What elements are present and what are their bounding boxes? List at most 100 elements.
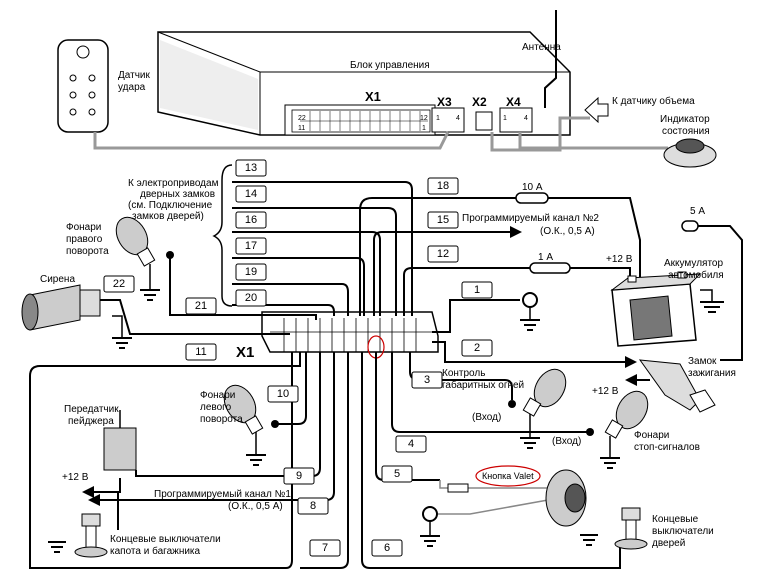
x3-pin-a: 1 xyxy=(436,115,440,122)
x1-pin-tl: 22 xyxy=(298,115,306,122)
wire-label-3: 3 xyxy=(424,374,430,386)
door-locks-line-4: замков дверей) xyxy=(132,211,204,222)
ignition-label-1: Замок xyxy=(688,356,717,367)
wire-label-2: 2 xyxy=(474,342,480,354)
wire-bundle xyxy=(29,181,743,569)
right-turn-label-2: правого xyxy=(66,234,103,245)
channel2-label-2: (О.К., 0,5 А) xyxy=(540,226,595,237)
marker-label-1: Контроль xyxy=(442,368,485,379)
wire-label-1: 1 xyxy=(474,284,480,296)
wire-label-11: 11 xyxy=(195,346,206,358)
wire-label-10: 10 xyxy=(277,388,289,400)
pager-voltage: +12 В xyxy=(62,472,89,483)
siren-icon xyxy=(21,284,132,349)
channel1-label-2: (О.К., 0,5 А) xyxy=(228,501,283,512)
door-locks-note: К электроприводам дверных замков (см. По… xyxy=(128,164,233,307)
valet-button-icon[interactable] xyxy=(447,469,587,527)
x4-label: X4 xyxy=(506,95,521,109)
shock-sensor-label-2: удара xyxy=(118,82,146,93)
battery-voltage: +12 В xyxy=(606,254,633,265)
battery-label-1: Аккумулятор xyxy=(664,258,723,269)
brake-label-2: стоп-сигналов xyxy=(634,442,700,453)
door-locks-line-3: (см. Подключение xyxy=(128,200,213,211)
right-turn-lamp-icon xyxy=(115,216,174,301)
brake-lamp-icon xyxy=(586,390,649,469)
valet-label: Кнопка Valet xyxy=(482,471,534,481)
valet-ground-icon xyxy=(420,506,440,547)
hood-switch-label-2: капота и багажника xyxy=(110,545,201,557)
ignition-label-2: зажигания xyxy=(688,368,736,379)
right-turn-label-1: Фонари xyxy=(66,222,101,233)
wire-label-5: 5 xyxy=(394,468,400,480)
antenna-label: Антенна xyxy=(522,42,561,53)
volume-sensor-label: К датчику объема xyxy=(612,95,695,107)
wire-label-13: 13 xyxy=(245,162,257,174)
pager-power-arrow-icon xyxy=(82,486,94,498)
fuse-1a: 1 А xyxy=(529,252,571,274)
x1-header-label: X1 xyxy=(365,89,381,104)
fuse-10a: 10 А xyxy=(515,182,549,204)
wire-label-9: 9 xyxy=(296,470,302,482)
wire-label-21: 21 xyxy=(195,300,207,312)
shock-sensor: Датчик удара xyxy=(57,39,450,150)
x3-label: X3 xyxy=(437,95,452,109)
pager-label-2: пейджера xyxy=(68,416,114,427)
wire-label-15: 15 xyxy=(437,214,449,226)
door-switch-label-3: дверей xyxy=(652,538,685,549)
channel1-label-1: Программируемый канал №1 xyxy=(154,489,291,500)
wire-label-19: 19 xyxy=(245,266,257,278)
wire-label-14: 14 xyxy=(245,188,257,200)
shock-sensor-label-1: Датчик xyxy=(118,70,150,81)
pager-transmitter-icon xyxy=(103,410,137,471)
wire-label-12: 12 xyxy=(437,248,449,260)
wire-label-18: 18 xyxy=(437,180,449,192)
battery-label-2: автомобиля xyxy=(668,269,724,281)
brake-label-1: Фонари xyxy=(634,430,669,441)
door-locks-line-1: К электроприводам xyxy=(128,178,219,189)
hood-switch-icon xyxy=(48,513,108,558)
left-turn-label-3: поворота xyxy=(200,414,243,425)
wire-label-22: 22 xyxy=(113,278,125,290)
left-turn-lamp-icon xyxy=(223,384,279,466)
wire-label-8: 8 xyxy=(310,500,316,512)
left-turn-label-1: Фонари xyxy=(200,390,235,401)
wire-label-20: 20 xyxy=(245,292,257,304)
marker-input-label: (Вход) xyxy=(472,412,501,423)
siren-label: Сирена xyxy=(40,274,75,285)
fuse-10a-label: 10 А xyxy=(522,182,543,193)
control-unit: Блок управления X1 22 11 12 1 X3 1 4 X2 … xyxy=(157,10,571,136)
status-indicator-label-1: Индикатор xyxy=(660,114,710,125)
x1-pin-bl: 11 xyxy=(298,125,305,132)
x4-pin-b: 4 xyxy=(524,115,528,122)
hood-switch-label-1: Концевые выключатели xyxy=(110,534,221,545)
door-locks-line-2: дверных замков xyxy=(140,189,215,200)
valet-highlight xyxy=(475,465,541,487)
wire-label-16: 16 xyxy=(245,214,257,226)
marker-label-2: габаритных огней xyxy=(442,379,524,391)
ground-1-icon xyxy=(520,292,540,331)
x1-pin-tr: 12 xyxy=(420,115,428,122)
status-indicator: Индикатор состояния xyxy=(518,114,717,168)
control-unit-title: Блок управления xyxy=(350,60,430,71)
x4-pin-a: 1 xyxy=(503,115,507,122)
wire-label-17: 17 xyxy=(245,240,257,252)
volume-sensor: К датчику объема xyxy=(490,95,695,152)
status-indicator-label-2: состояния xyxy=(662,126,710,137)
ignition-voltage: +12 В xyxy=(592,386,619,397)
fuse-5a-label: 5 А xyxy=(690,206,705,217)
fuse-1a-label: 1 А xyxy=(538,252,553,263)
wire-labels: 13 14 16 17 19 20 21 22 18 15 12 1 2 3 4… xyxy=(103,159,493,557)
main-connector-label: X1 xyxy=(236,344,254,361)
fuse-5a: 5 А xyxy=(681,206,705,232)
door-switch-label-2: выключатели xyxy=(652,526,714,537)
left-turn-label-2: левого xyxy=(200,402,232,413)
marker-lamp-icon xyxy=(508,368,567,449)
ignition-lock: Замок зажигания +12 В xyxy=(592,356,736,413)
main-connector: X1 xyxy=(236,311,439,361)
brake-input-label: (Вход) xyxy=(552,436,581,447)
channel1-arrow-icon xyxy=(88,494,100,506)
right-turn-label-3: поворота xyxy=(66,246,109,257)
wire-label-6: 6 xyxy=(384,542,390,554)
x2-label: X2 xyxy=(472,95,487,109)
